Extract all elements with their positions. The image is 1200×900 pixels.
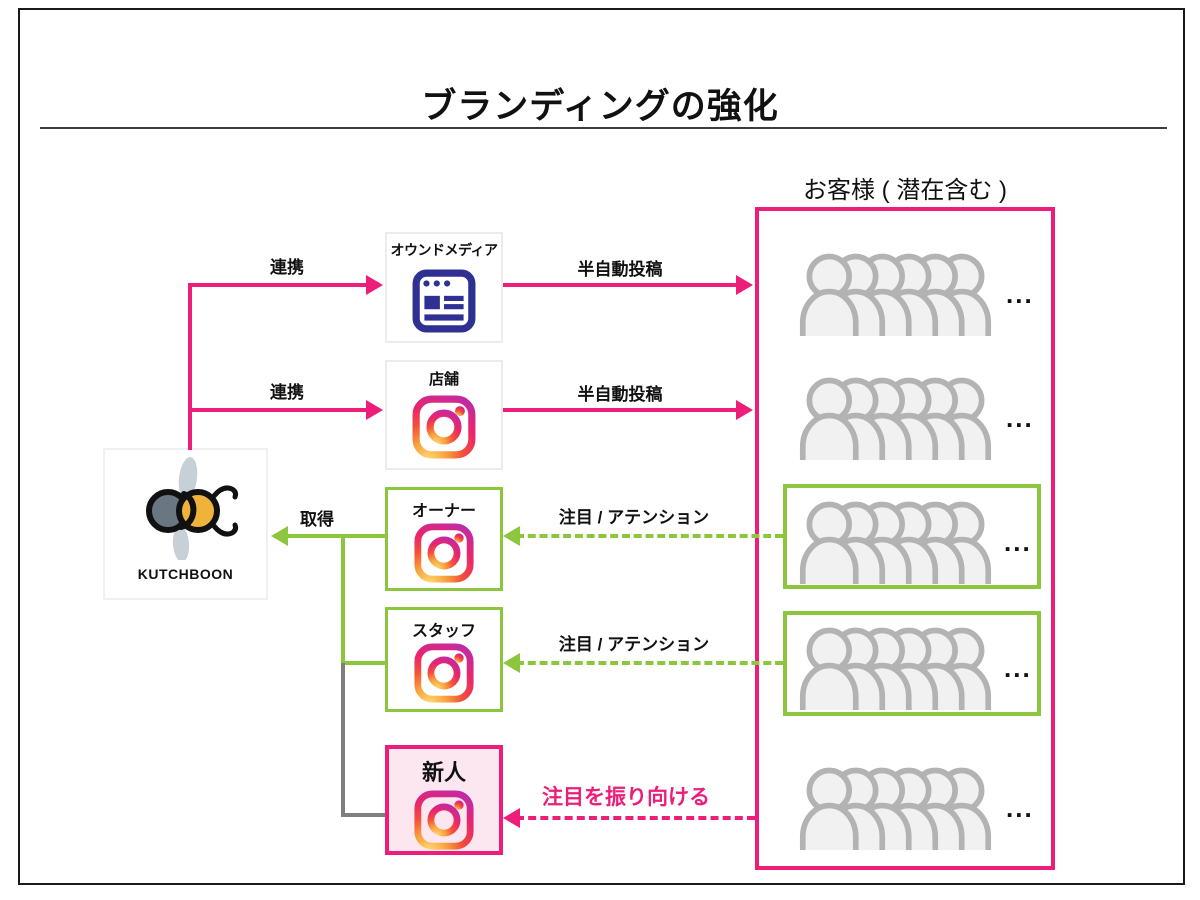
edge-link-owned-media <box>188 283 367 287</box>
kutchboon-label: KUTCHBOON <box>137 566 234 582</box>
edge-kutchboon-up <box>188 284 192 450</box>
instagram-icon <box>413 642 475 709</box>
edge-attention-owner <box>516 534 783 538</box>
node-staff: スタッフ <box>385 607 503 712</box>
page-title: ブランディングの強化 <box>421 87 779 126</box>
customer-group-row-2 <box>793 372 998 461</box>
edge-link-store <box>188 408 367 412</box>
title-underline <box>40 127 1167 129</box>
edge-post-store <box>503 408 737 412</box>
arrowhead-attention-owner <box>503 526 520 546</box>
edge-label-link-owned: 連携 <box>270 258 304 277</box>
instagram-icon <box>413 789 475 856</box>
browser-icon <box>411 268 477 339</box>
customer-group-row-1 <box>793 248 998 337</box>
arrowhead-post-owned-media <box>736 275 753 295</box>
edge-redirect-attention <box>516 816 755 820</box>
edge-label-acquire: 取得 <box>300 510 334 529</box>
edge-label-redirect-attention: 注目を振り向ける <box>542 786 710 809</box>
node-owner-label: オーナー <box>411 503 476 520</box>
node-newcomer: 新人 <box>385 745 503 855</box>
node-store: 店舗 <box>385 360 503 470</box>
node-staff-label: スタッフ <box>411 623 476 640</box>
kutchboon-logo-icon <box>122 456 250 565</box>
slide-border <box>18 8 1185 885</box>
customers-heading: お客様 ( 潜在含む ) <box>803 177 1007 204</box>
node-owned-media: オウンドメディア <box>385 232 503 343</box>
node-newcomer-label: 新人 <box>421 760 466 785</box>
node-store-label: 店舗 <box>428 371 459 388</box>
instagram-icon <box>411 394 477 465</box>
edge-attention-staff <box>516 661 783 665</box>
arrowhead-redirect-attention <box>503 808 520 828</box>
instagram-icon <box>413 522 475 589</box>
customer-group-row-5 <box>793 762 998 851</box>
edge-label-attention-owner: 注目 / アテンション <box>558 508 710 527</box>
edge-post-owned-media <box>503 283 737 287</box>
customer-group-row-3 <box>793 496 998 585</box>
edge-newcomer-branch <box>341 813 385 817</box>
edge-label-post-owned: 半自動投稿 <box>577 260 663 279</box>
edge-label-attention-staff: 注目 / アテンション <box>558 635 710 654</box>
edge-acquire <box>287 534 385 538</box>
node-owner: オーナー <box>385 487 503 591</box>
arrowhead-acquire <box>271 526 288 546</box>
kutchboon-node: KUTCHBOON <box>103 448 268 600</box>
arrowhead-link-store <box>366 400 383 420</box>
arrowhead-link-owned-media <box>366 275 383 295</box>
edge-acquire-staff-branch <box>341 661 385 665</box>
arrowhead-post-store <box>736 400 753 420</box>
customer-group-row-4 <box>793 622 998 711</box>
arrowhead-attention-staff <box>503 653 520 673</box>
edge-newcomer-branch-vertical <box>341 663 345 815</box>
node-owned-media-label: オウンドメディア <box>390 242 498 258</box>
edge-acquire-branch-vertical <box>341 534 345 665</box>
edge-label-link-store: 連携 <box>270 383 304 402</box>
edge-label-post-store: 半自動投稿 <box>577 385 663 404</box>
